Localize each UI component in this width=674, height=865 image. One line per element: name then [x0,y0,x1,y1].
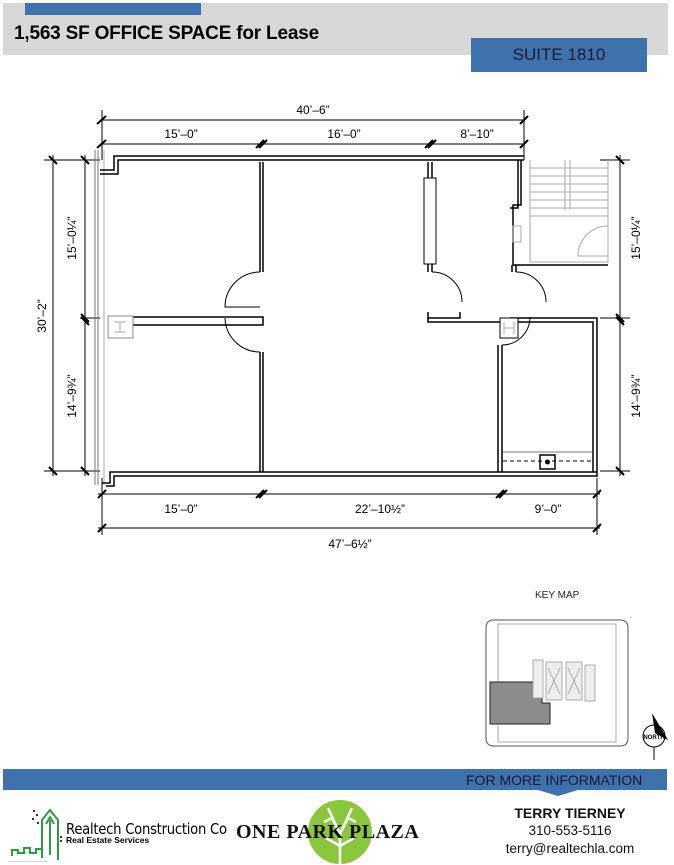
dim-bottom-overall: 47’–6½” [328,537,371,551]
contact-email[interactable]: terry@realtechla.com [505,841,635,856]
one-park-plaza-text: ONE PARK PLAZA [236,821,420,843]
dim-top-3: 8’–10” [460,127,493,141]
dim-right-2: 14’–9¾” [629,374,643,417]
suite-badge: SUITE 1810 [471,38,647,72]
dim-top-2: 16’–0” [327,127,360,141]
dim-left-2: 14’–9¾” [65,374,79,417]
realtech-subtitle: Real Estate Services [66,835,150,845]
footer-notch [538,790,578,796]
suite-label: SUITE 1810 [512,45,606,64]
key-map: NORTH [485,619,668,760]
header-accent-bar [25,3,201,15]
contact-name: TERRY TIERNEY [514,805,626,821]
dim-left-overall: 30’–2” [35,299,49,332]
contact-phone[interactable]: 310-553-5116 [528,823,612,838]
north-label: NORTH [643,735,664,741]
realtech-company-name: Realtech Construction Co [66,820,227,838]
realtech-logo-icon [8,808,62,862]
key-map-label: KEY MAP [535,590,580,601]
footer-bar [3,769,667,790]
more-info-label: FOR MORE INFORMATION [466,772,643,788]
page-title: 1,563 SF OFFICE SPACE for Lease [14,23,319,44]
dim-left-1: 15’–0¼” [65,216,79,259]
dim-top-1: 15’–0” [164,127,197,141]
dim-top-overall: 40’–6” [296,103,329,117]
contact-block: TERRY TIERNEY 310-553-5116 terry@realtec… [470,804,670,858]
dim-right-1: 15’–0¼” [629,216,643,259]
north-arrow: NORTH [642,713,668,760]
floor-plan: 40’–6” 15’–0” 16’–0” 8’–10” 15’–0” 22’–1… [35,103,643,551]
dim-bottom-1: 15’–0” [164,502,197,516]
one-park-plaza-logo-icon [308,800,372,864]
dim-bottom-2: 22’–10½” [355,502,405,516]
dim-bottom-3: 9’–0” [535,502,562,516]
